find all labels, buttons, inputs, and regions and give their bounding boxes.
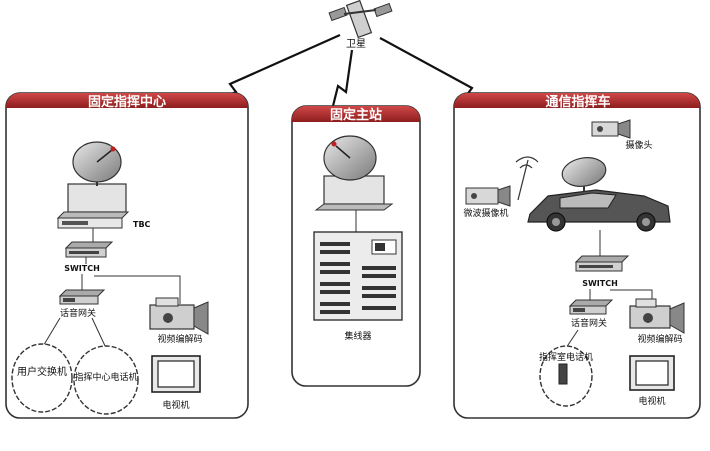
switch-label-right: SWITCH [582, 279, 618, 288]
video-encoder-label-right: 视频编解码 [637, 333, 682, 345]
command-phone-label: 指挥室电话机 [539, 351, 593, 363]
gateway-label-left: 话音网关 [60, 307, 96, 319]
microwave-camera-label: 微波摄像机 [463, 207, 508, 219]
panel-title-left: 固定指挥中心 [88, 94, 166, 110]
center-phone-text: 指挥中心电话机 [74, 371, 137, 383]
concentrator-label: 集线器 [344, 330, 371, 342]
tv-icon-left [151, 355, 201, 393]
tv-icon-right [629, 355, 675, 391]
tv-label-left: 电视机 [162, 399, 189, 411]
gateway-label-right: 话音网关 [571, 317, 607, 329]
voice-gateway-left [58, 289, 106, 305]
microwave-camera-icon [465, 185, 511, 207]
switch-device-left [64, 241, 114, 258]
center-phone-cloud [73, 345, 139, 415]
panel-title-middle: 固定主站 [330, 107, 382, 123]
switch-device-right [574, 255, 630, 272]
camera-label: 摄像头 [625, 139, 652, 151]
panel-title-right: 通信指挥车 [545, 94, 610, 110]
dish-antenna-icon-middle [314, 135, 394, 211]
tbc-label: TBC [133, 220, 151, 229]
center-phone-label: 指挥中心电话机 [74, 371, 137, 383]
panel-communication-command-vehicle [453, 92, 701, 419]
concentrator-rack [313, 231, 403, 321]
left-connectors [41, 228, 181, 349]
voice-gateway-right [568, 299, 614, 315]
command-phone-cloud [539, 345, 593, 407]
antenna-mast-icon [515, 156, 539, 201]
panel-fixed-command-center [5, 92, 249, 419]
command-vehicle-icon [527, 157, 671, 232]
command-phone-text: 指挥室电话机 [539, 351, 593, 363]
video-camera-icon-right [629, 298, 685, 334]
camera-icon [591, 119, 631, 139]
tv-label-right: 电视机 [638, 395, 665, 407]
satellite-icon [328, 0, 393, 39]
user-exchange-cloud [11, 343, 73, 413]
satellite-link-middle [330, 49, 354, 111]
user-exchange-label: 用户交换机 [17, 365, 67, 378]
dish-antenna-icon [67, 141, 127, 213]
switch-label-left: SWITCH [64, 264, 100, 273]
satellite-label: 卫星 [346, 38, 366, 50]
user-exchange-text: 用户交换机 [17, 365, 67, 378]
video-encoder-label-left: 视频编解码 [157, 333, 202, 345]
video-camera-icon [149, 297, 209, 335]
tbc-device [56, 211, 130, 229]
